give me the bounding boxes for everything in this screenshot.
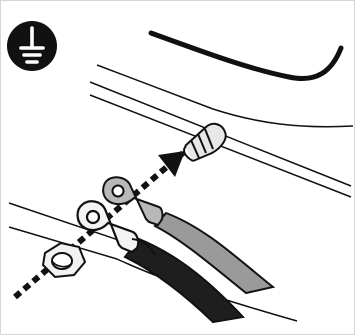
hex-nut: [41, 241, 87, 279]
threaded-stud: [183, 122, 227, 162]
panel-line-top-right: [212, 108, 354, 128]
panel-line-top: [96, 64, 214, 110]
panel-curve-outer: [148, 30, 344, 81]
arrow-head-icon: [158, 151, 185, 177]
ground-symbol-badge: [7, 21, 57, 71]
black-cable-assembly: [76, 200, 246, 324]
ground-symbol-icon: [19, 26, 45, 64]
grey-cable-assembly: [102, 176, 276, 295]
